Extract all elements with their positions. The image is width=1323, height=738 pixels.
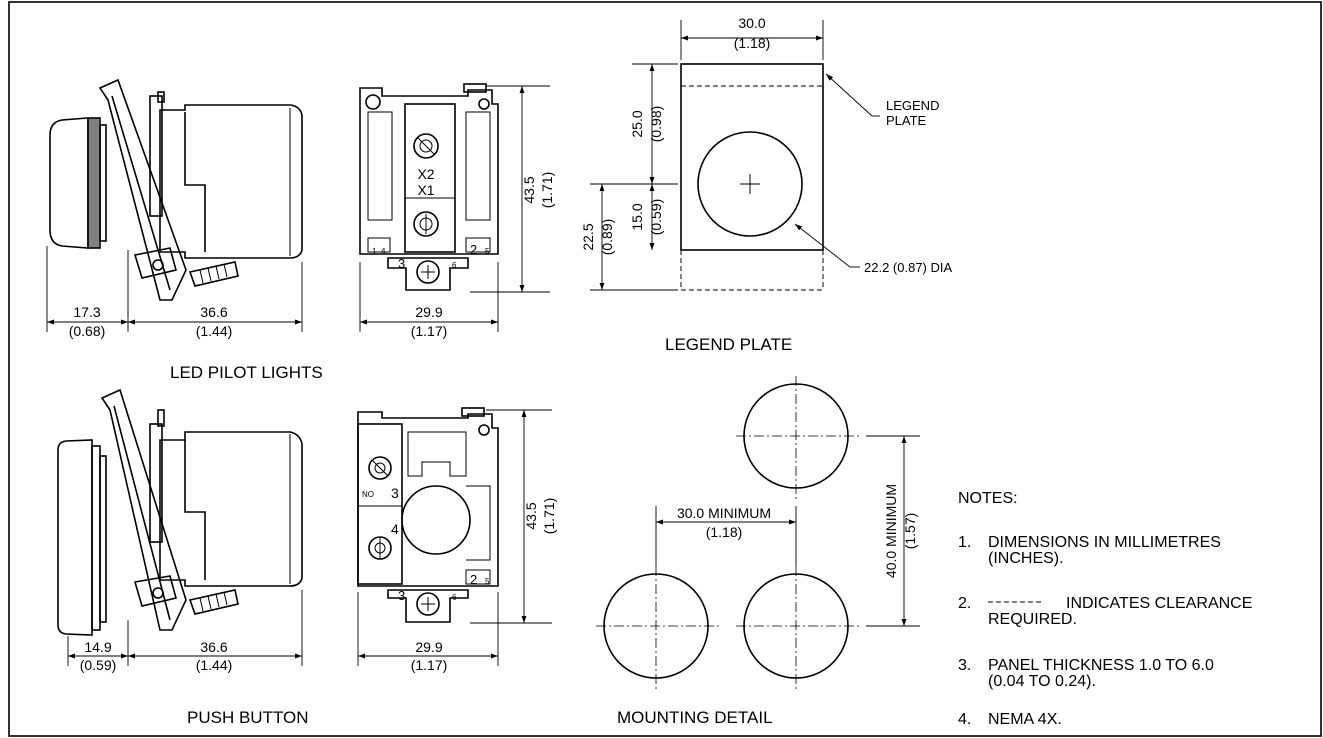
led-block-width-in: (1.17)	[411, 323, 448, 339]
mounting-horizontal-min-in: (1.18)	[706, 524, 743, 540]
push-contact-3: 3	[391, 485, 399, 501]
note-2-line-1: INDICATES CLEARANCE	[1066, 595, 1252, 612]
led-block-height-in: (1.71)	[539, 172, 555, 209]
caption-led-pilot-lights: LED PILOT LIGHTS	[170, 363, 323, 382]
mounting-detail-view	[596, 376, 920, 690]
legend-lower-total-in: (0.89)	[599, 219, 615, 256]
led-block-width: 29.9	[415, 304, 442, 320]
push-body-depth: 36.6	[200, 639, 227, 655]
led-terminal-x2: X2	[417, 166, 434, 182]
caption-push-button: PUSH BUTTON	[187, 708, 309, 727]
led-body-depth: 36.6	[200, 304, 227, 320]
push-contact-4: 4	[391, 521, 399, 537]
led-body-depth-in: (1.44)	[196, 323, 233, 339]
legend-width-in: (1.18)	[734, 35, 771, 51]
led-term-3: 3	[398, 256, 405, 271]
notes-heading: NOTES:	[958, 490, 1018, 507]
legend-plate-label-1: LEGEND	[886, 98, 939, 113]
note-3-number: 3.	[958, 657, 971, 674]
notes-block: NOTES: 1. DIMENSIONS IN MILLIMETRES (INC…	[958, 490, 1252, 728]
push-contact-no: NO	[362, 490, 374, 499]
mounting-horizontal-min: 30.0 MINIMUM	[677, 505, 771, 521]
push-term-3: 3	[398, 588, 405, 603]
push-rear-view	[357, 407, 552, 666]
led-side-view	[46, 78, 303, 332]
legend-plate-label-2: PLATE	[886, 113, 927, 128]
mounting-vertical-min-in: (1.57)	[902, 513, 918, 550]
push-body-depth-in: (1.44)	[196, 657, 233, 673]
caption-mounting-detail: MOUNTING DETAIL	[617, 708, 773, 727]
legend-hole-dia: 22.2 (0.87) DIA	[864, 260, 952, 275]
led-term-4: 4	[381, 247, 386, 256]
sheet-border	[8, 1, 1322, 737]
note-1-line-1: DIMENSIONS IN MILLIMETRES	[988, 534, 1221, 551]
mounting-vertical-min: 40.0 MINIMUM	[883, 484, 899, 578]
legend-lower-total: 22.5	[580, 223, 596, 250]
led-terminal-x1: X1	[417, 182, 434, 198]
caption-legend-plate: LEGEND PLATE	[665, 335, 792, 354]
note-2-line-2: REQUIRED.	[988, 611, 1077, 628]
push-block-height: 43.5	[523, 502, 539, 529]
legend-upper-height: 25.0	[629, 110, 645, 137]
push-term-2: 2	[470, 572, 477, 587]
push-block-height-in: (1.71)	[541, 498, 557, 535]
note-4-line-1: NEMA 4X.	[988, 711, 1062, 728]
legend-lower-center: 15.0	[629, 203, 645, 230]
led-block-height: 43.5	[521, 176, 537, 203]
note-1-line-2: (INCHES).	[988, 550, 1064, 567]
led-front-width: 17.3	[73, 304, 100, 320]
push-term-5: 5	[485, 577, 490, 586]
note-4-number: 4.	[958, 711, 971, 728]
led-front-width-in: (0.68)	[69, 323, 106, 339]
legend-upper-height-in: (0.98)	[648, 106, 664, 143]
note-2-number: 2.	[958, 595, 971, 612]
push-block-width-in: (1.17)	[411, 657, 448, 673]
led-term-5: 5	[485, 247, 490, 256]
note-1-number: 1.	[958, 534, 971, 551]
push-side-view	[57, 388, 303, 666]
led-rear-view	[359, 83, 550, 332]
push-front-width: 14.9	[84, 639, 111, 655]
note-3-line-1: PANEL THICKNESS 1.0 TO 6.0	[988, 657, 1214, 674]
legend-width: 30.0	[738, 15, 765, 31]
push-block-width: 29.9	[415, 639, 442, 655]
led-term-2: 2	[470, 242, 477, 257]
legend-plate-view	[590, 20, 880, 291]
push-front-width-in: (0.59)	[80, 657, 117, 673]
push-term-6: 6	[452, 593, 457, 602]
note-3-line-2: (0.04 TO 0.24).	[988, 673, 1096, 690]
legend-lower-center-in: (0.59)	[648, 199, 664, 236]
led-term-6: 6	[452, 261, 457, 270]
led-term-1: 1	[372, 247, 377, 256]
